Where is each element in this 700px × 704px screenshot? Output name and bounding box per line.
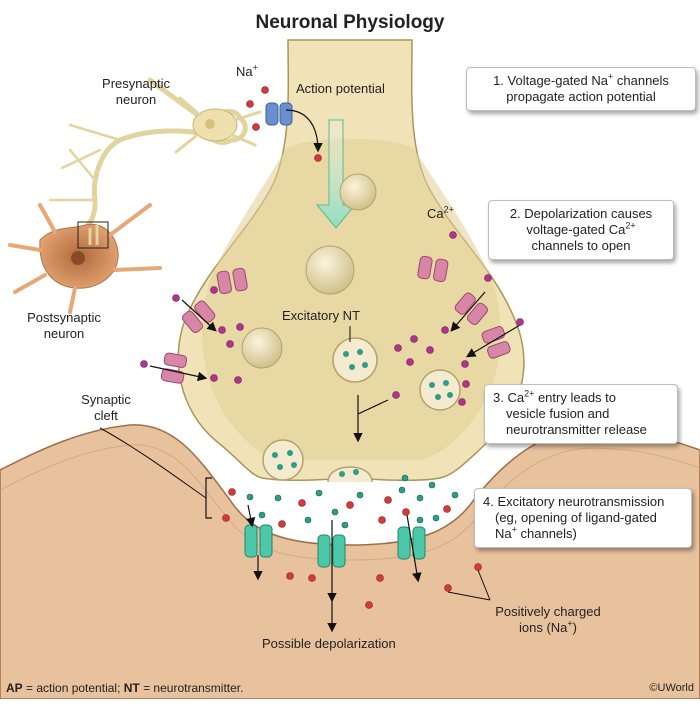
synaptic-cleft-label: Synaptic cleft xyxy=(81,392,131,423)
page-title: Neuronal Physiology xyxy=(255,12,445,33)
postsynaptic-neuron-label: Postsynaptic neuron xyxy=(27,310,101,341)
copyright: ©UWorld xyxy=(649,682,694,694)
step-3-box: 3. Ca2+ entry leads to vesicle fusion an… xyxy=(484,384,678,444)
nt-released xyxy=(246,474,459,529)
na-ions xyxy=(222,86,482,609)
ligand-gated-channel xyxy=(397,526,426,560)
inset-box xyxy=(77,221,109,249)
step-1-box: 1. Voltage-gated Na+ channels propagate … xyxy=(466,67,696,111)
nt-vesicle xyxy=(332,337,378,383)
ca-channel xyxy=(481,326,511,359)
positive-ions-label: Positively charged ions (Na+) xyxy=(495,604,601,635)
nt-vesicle xyxy=(419,369,461,411)
nt-vesicle xyxy=(262,439,304,481)
step-4-box: 4. Excitatory neurotransmission (eg, ope… xyxy=(474,488,692,548)
ca-ions xyxy=(140,231,524,406)
ca-channel xyxy=(454,292,489,326)
na-ion-label: Na+ xyxy=(236,62,258,79)
ca-channel xyxy=(181,300,216,334)
ca-channel xyxy=(417,255,449,283)
vesicle xyxy=(305,245,355,295)
presynaptic-neuron-label: Presynaptic neuron xyxy=(102,76,170,107)
vesicle xyxy=(241,327,283,369)
ligand-gated-channel xyxy=(317,534,346,568)
step-2-box: 2. Depolarization causes voltage-gated C… xyxy=(488,200,674,260)
ca-ion-label: Ca2+ xyxy=(427,204,454,221)
possible-depolarization-label: Possible depolarization xyxy=(262,636,396,651)
voltage-gated-na-channel xyxy=(265,102,293,126)
action-potential-label: Action potential xyxy=(296,81,385,96)
neuron-illustration xyxy=(8,77,262,314)
excitatory-nt-label: Excitatory NT xyxy=(282,308,361,323)
action-potential-arrow xyxy=(315,119,357,229)
vesicle xyxy=(339,173,377,211)
fusing-vesicle xyxy=(327,466,373,483)
ca-channel xyxy=(216,267,248,295)
ligand-gated-channel xyxy=(244,524,273,558)
abbreviations-footer: AP = action potential; NT = neurotransmi… xyxy=(6,681,244,695)
